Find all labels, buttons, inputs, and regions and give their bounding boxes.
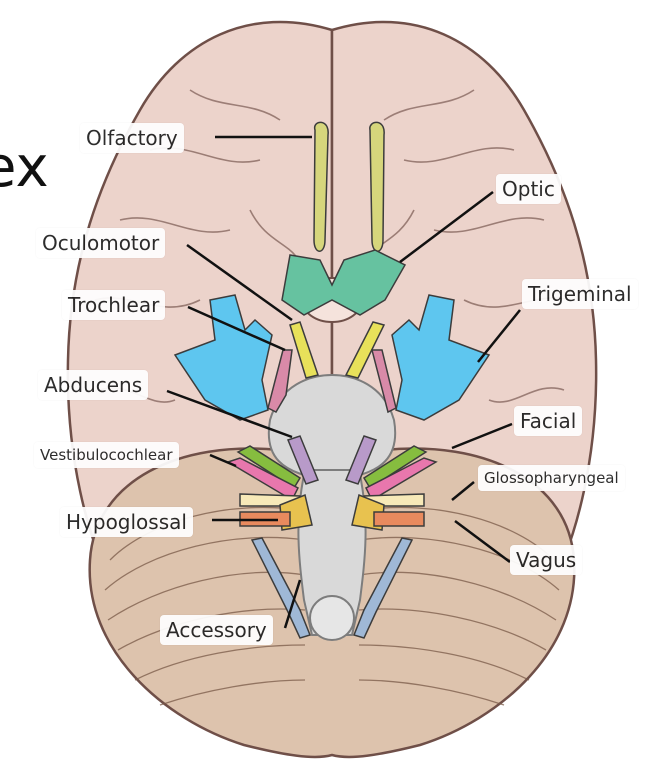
label-abducens: Abducens <box>38 370 148 400</box>
label-vagus: Vagus <box>510 545 582 575</box>
slide-title-fragment: ex <box>0 140 49 196</box>
spinal-cord-section <box>310 596 354 640</box>
vagus-nerve-right <box>374 512 424 526</box>
label-oculomotor: Oculomotor <box>36 228 165 258</box>
olfactory-nerve-right <box>370 122 384 251</box>
label-trochlear: Trochlear <box>62 290 165 320</box>
label-accessory: Accessory <box>160 615 273 645</box>
label-facial: Facial <box>514 406 582 436</box>
label-hypoglossal: Hypoglossal <box>60 507 193 537</box>
label-glossopharyngeal: Glossopharyngeal <box>478 465 625 491</box>
label-olfactory: Olfactory <box>80 123 184 153</box>
label-trigeminal: Trigeminal <box>522 279 638 309</box>
label-vestibulocochlear: Vestibulocochlear <box>34 442 179 468</box>
pons <box>269 375 395 480</box>
label-optic: Optic <box>496 174 561 204</box>
